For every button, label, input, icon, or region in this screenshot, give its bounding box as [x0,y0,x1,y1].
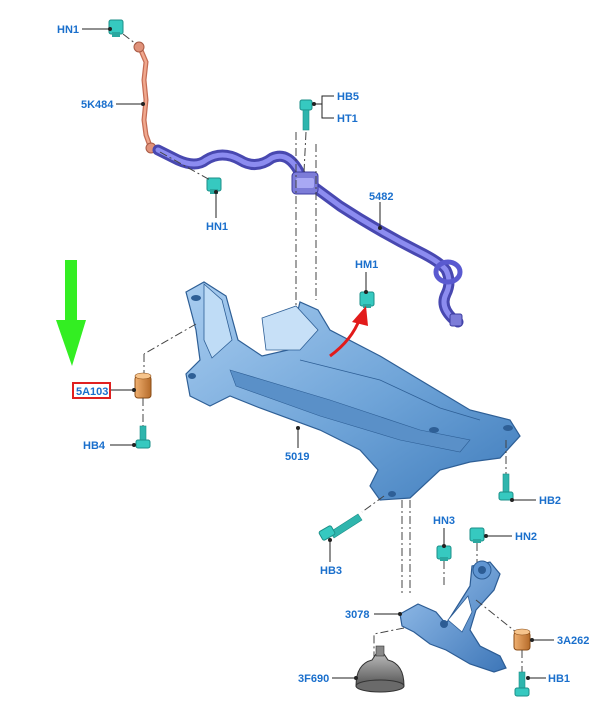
label-5482[interactable]: 5482 [369,191,393,203]
bolt-hb5 [299,99,313,131]
label-5a103[interactable]: 5A103 [76,386,108,398]
label-5k484[interactable]: 5K484 [81,99,114,111]
stabilizer-link [133,41,157,154]
label-hb3[interactable]: HB3 [320,565,342,577]
bolt-hb4 [135,425,151,449]
label-hb4[interactable]: HB4 [83,440,106,452]
label-hb1[interactable]: HB1 [548,673,570,685]
label-hn1-mid[interactable]: HN1 [206,221,228,233]
label-hm1[interactable]: HM1 [355,259,378,271]
pointer-arrow [56,260,86,366]
label-hn3[interactable]: HN3 [433,515,455,527]
bolt-hb1 [514,671,530,697]
label-hb2[interactable]: HB2 [539,495,561,507]
rear-mount-3f690 [355,645,405,693]
bushing-5a103 [134,372,152,399]
label-hn1-top[interactable]: HN1 [57,24,79,36]
bolt-hb2 [498,473,514,501]
motion-arrow [329,306,368,358]
nut-hn1-top [108,19,124,37]
control-arm [399,560,507,673]
leader-lines [82,27,554,680]
label-3078[interactable]: 3078 [345,609,369,621]
label-3a262[interactable]: 3A262 [557,635,589,647]
subframe [185,281,521,501]
nut-hn1-mid [206,177,222,194]
nut-hn3 [436,545,452,561]
label-hn2[interactable]: HN2 [515,531,537,543]
highlight-box [72,382,111,399]
label-hb5[interactable]: HB5 [337,91,359,103]
bushing-3a262 [513,628,531,651]
nut-hm1 [359,291,375,308]
bolt-hb3 [318,513,363,541]
label-ht1[interactable]: HT1 [337,113,358,125]
stabilizer-bar [152,144,464,328]
label-3f690[interactable]: 3F690 [298,673,329,685]
nut-hn2 [469,527,485,543]
label-5019[interactable]: 5019 [285,451,309,463]
